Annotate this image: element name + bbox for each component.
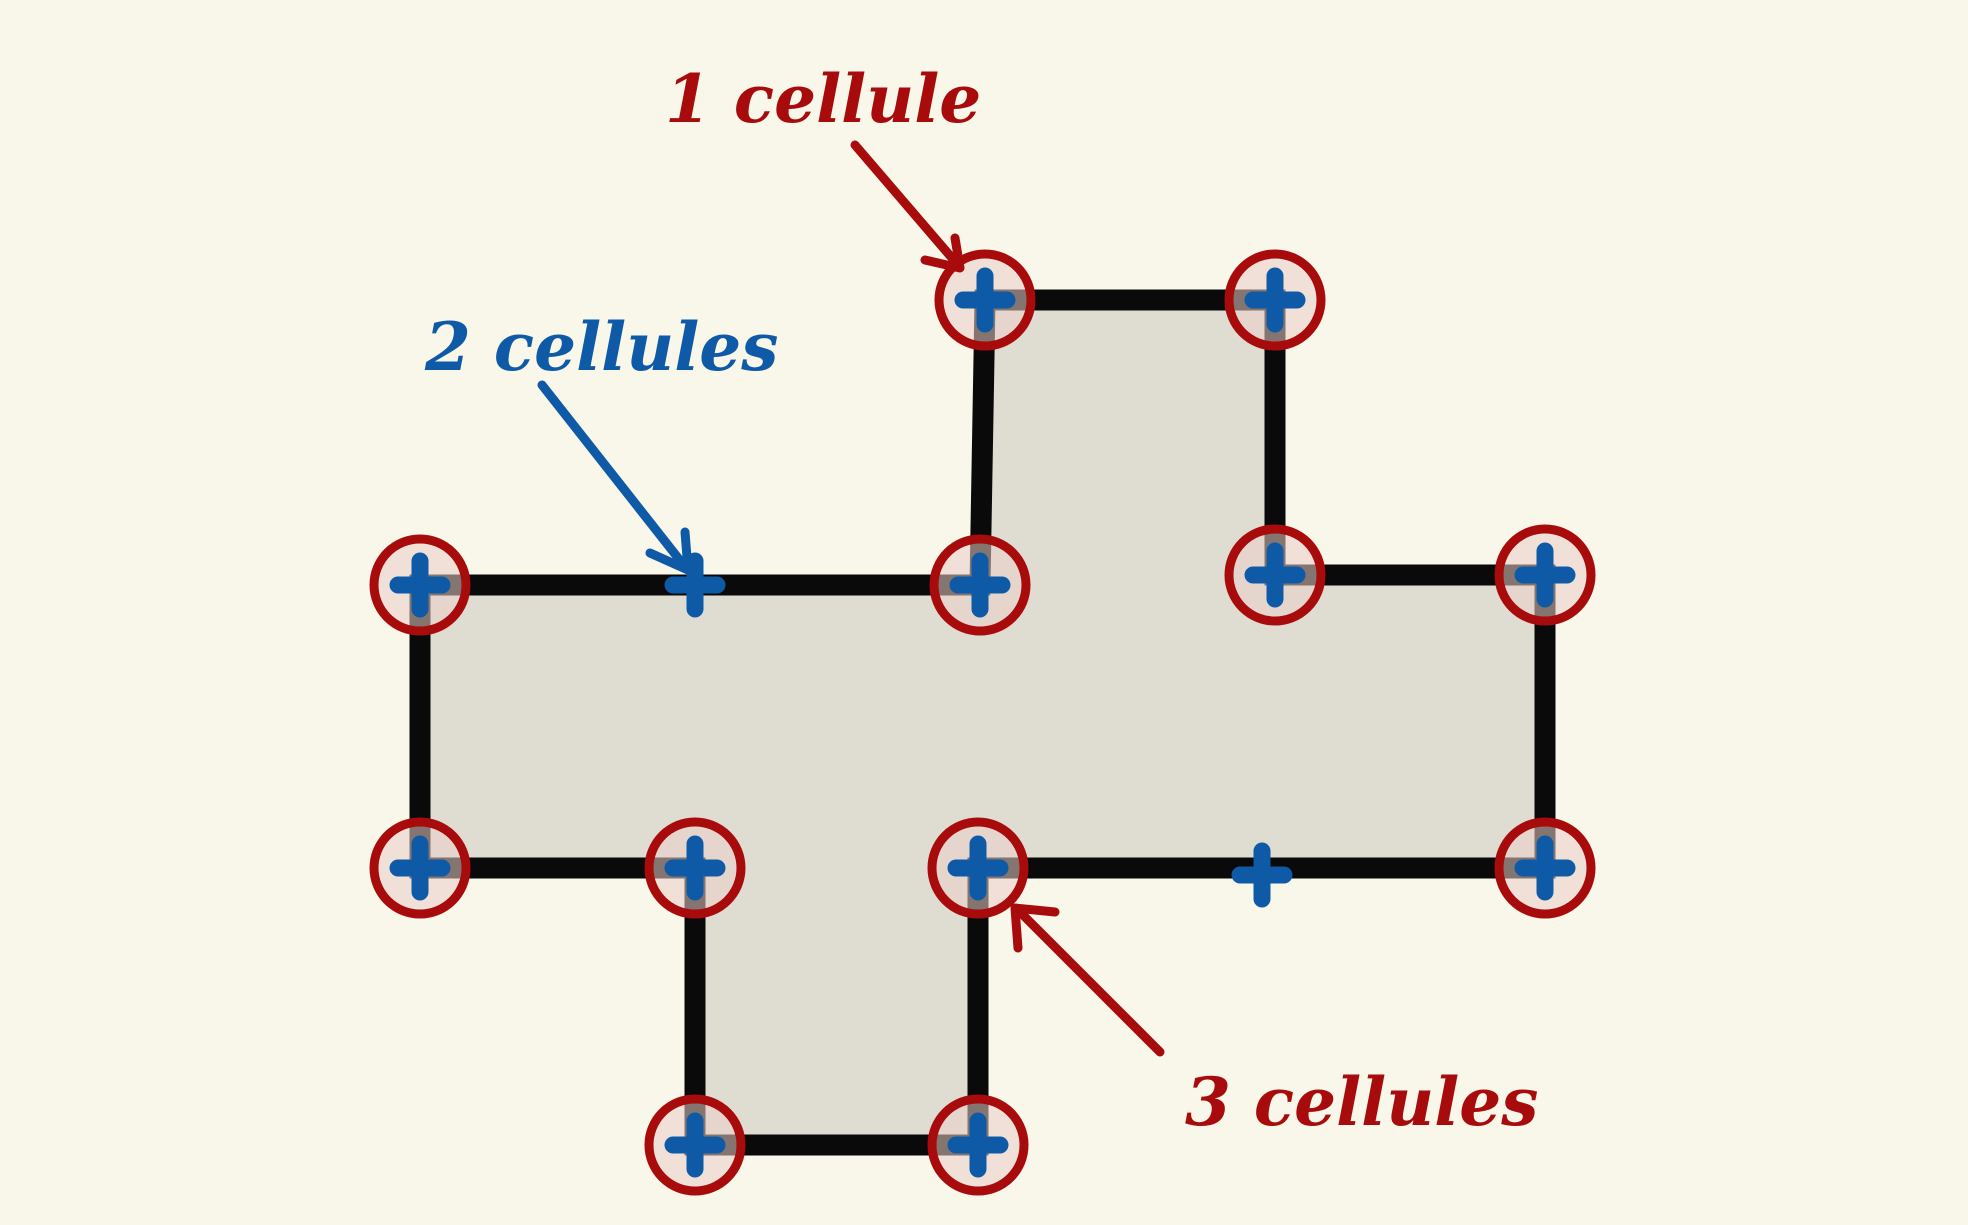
polyomino-shape [409, 289, 1556, 1156]
label-two-cells: 2 cellules [424, 308, 778, 386]
vertex-circles [369, 249, 1596, 1196]
arrow-three-cells [1010, 903, 1165, 1057]
cross-icon [954, 267, 1016, 333]
label-three-cells: 3 cellules [1185, 1063, 1538, 1141]
cross-icon [1231, 842, 1293, 908]
arrow-one-cell [850, 140, 965, 273]
cross-icon [664, 835, 726, 901]
cross-icon [389, 552, 451, 618]
cross-icon [947, 1112, 1009, 1178]
vertex-markers [389, 267, 1576, 1178]
cross-icon [664, 1112, 726, 1178]
cross-icon [664, 552, 726, 618]
arrow-two-cells [537, 380, 693, 575]
cross-icon [1514, 542, 1576, 608]
cross-icon [949, 552, 1011, 618]
label-one-cell: 1 cellule [665, 60, 981, 138]
cross-icon [1244, 542, 1306, 608]
cross-icon [1244, 267, 1306, 333]
cross-icon [389, 835, 451, 901]
cross-icon [947, 835, 1009, 901]
cross-icon [1514, 835, 1576, 901]
